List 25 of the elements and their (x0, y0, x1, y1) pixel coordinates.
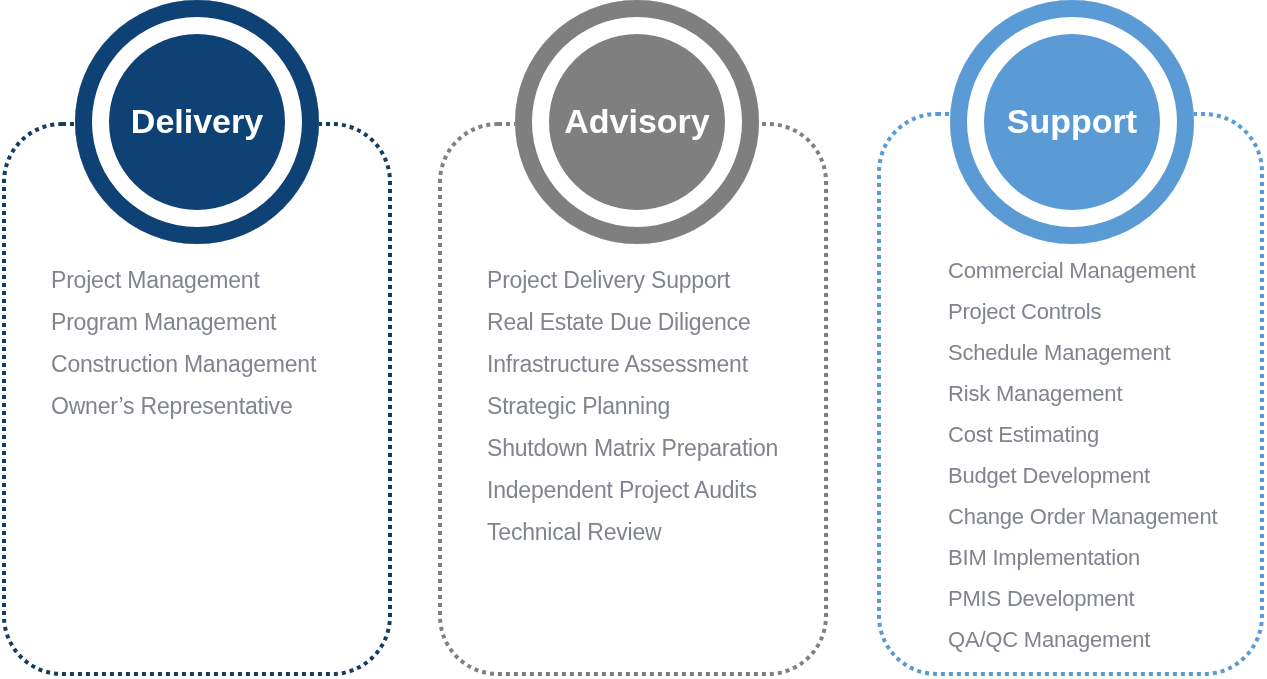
service-item: Infrastructure Assessment (487, 350, 748, 379)
service-item: Project Delivery Support (487, 266, 731, 295)
service-item: Shutdown Matrix Preparation (487, 434, 779, 463)
category-title: Support (1006, 102, 1138, 142)
category-title: Advisory (564, 102, 710, 142)
category-title: Delivery (130, 102, 264, 142)
dotted-panel (877, 112, 1264, 676)
service-item: Cost Estimating (948, 421, 1100, 449)
service-item: Budget Development (948, 462, 1150, 490)
service-item: Schedule Management (948, 339, 1171, 367)
service-item: Commercial Management (948, 257, 1196, 285)
service-item: Independent Project Audits (487, 476, 757, 505)
service-item: Real Estate Due Diligence (487, 308, 751, 337)
service-item: Change Order Management (948, 503, 1218, 531)
service-item: QA/QC Management (948, 626, 1151, 654)
service-item: Project Management (51, 266, 260, 295)
service-item: Strategic Planning (487, 392, 671, 421)
service-item: Risk Management (948, 380, 1123, 408)
service-item: Program Management (51, 308, 277, 337)
service-item: Owner’s Representative (51, 392, 293, 421)
service-item: Technical Review (487, 518, 662, 547)
service-item: PMIS Development (948, 585, 1135, 613)
service-item: Construction Management (51, 350, 317, 379)
service-item: BIM Implementation (948, 544, 1141, 572)
service-item: Project Controls (948, 298, 1102, 326)
